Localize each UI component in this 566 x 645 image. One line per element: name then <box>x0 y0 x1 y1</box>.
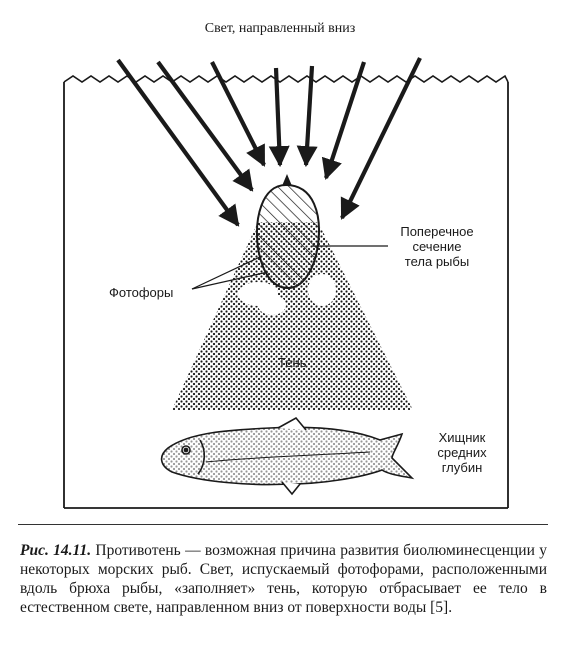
tank-outline <box>63 82 509 509</box>
diagram-svg <box>63 57 509 509</box>
counter-shading-diagram: Свет, направленный вниз Поперечное сечен… <box>63 21 509 509</box>
figure-caption: Рис. 14.11. Противотень — возможная прич… <box>20 541 547 617</box>
cross-section-line-1: Поперечное <box>400 224 474 239</box>
water-surface <box>63 74 509 83</box>
predator-line-1: Хищник <box>438 430 486 445</box>
predator-label: Хищник средних глубин <box>420 430 504 475</box>
caption-text: Противотень — возможная причина развития… <box>20 542 547 616</box>
fish-cross-section <box>256 174 320 290</box>
figure-number: Рис. 14.11. <box>20 542 92 559</box>
shadow-label: Тень <box>278 355 307 370</box>
light-arrows <box>116 57 422 227</box>
light-label: Свет, направленный вниз <box>204 21 356 36</box>
cross-section-line-2: сечение <box>412 239 462 254</box>
photophore-light-spots <box>238 274 336 315</box>
shadow-cone <box>172 222 413 410</box>
caption-divider <box>18 524 548 525</box>
predator-line-3: глубин <box>441 460 483 475</box>
leader-lines <box>191 245 388 290</box>
cross-section-label: Поперечное сечение тела рыбы <box>382 224 492 269</box>
photophores-label: Фотофоры <box>109 285 174 300</box>
predator-fish <box>160 416 415 496</box>
predator-line-2: средних <box>437 445 487 460</box>
cross-section-line-3: тела рыбы <box>404 254 470 269</box>
